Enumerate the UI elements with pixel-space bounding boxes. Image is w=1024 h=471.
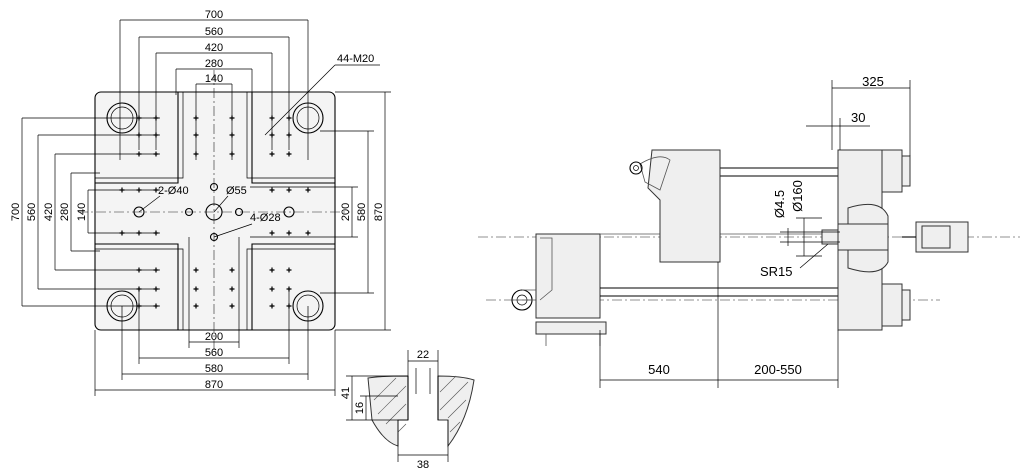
thread-hole-mark [286, 267, 292, 273]
thread-note: 44-M20 [337, 53, 374, 65]
right-dimensions: 200 580 870 [250, 91, 391, 331]
thread-hole-mark [305, 230, 311, 236]
thread-hole-mark [229, 267, 235, 273]
dim-left-700: 700 [10, 203, 22, 221]
dim-left-140: 140 [76, 203, 88, 221]
hole-note-d55: Ø55 [226, 185, 247, 197]
dim-left-280: 280 [59, 203, 71, 221]
dim-bottom-560: 560 [205, 347, 223, 359]
locating-hole-right [283, 206, 295, 218]
dim-d4-5: Ø4.5 [772, 190, 787, 218]
bottom-dimensions: 200 560 580 870 [94, 237, 336, 396]
platen-front-view: 700 560 420 280 140 700 560 420 [10, 9, 391, 396]
dim-540: 540 [648, 362, 670, 377]
thread-hole-mark [305, 187, 311, 193]
dim-bottom-870: 870 [205, 379, 223, 391]
thread-hole-mark [269, 230, 275, 236]
top-dimensions: 700 560 420 280 140 [119, 9, 309, 160]
dim-right-580: 580 [356, 203, 368, 221]
thread-hole-mark [286, 187, 292, 193]
thread-hole-mark [269, 151, 275, 157]
thread-hole-mark [193, 267, 199, 273]
dim-stroke-200-550: 200-550 [754, 362, 802, 377]
dim-right-870: 870 [373, 203, 385, 221]
thread-hole-mark [193, 286, 199, 292]
slot-top-width: 22 [417, 349, 429, 361]
hole-notes: 44-M20 2-Ø40 Ø55 4-Ø28 [138, 53, 380, 238]
slot-depth-inner: 16 [354, 402, 366, 414]
dim-top-700: 700 [205, 9, 223, 21]
thread-hole-mark [269, 267, 275, 273]
locating-hole-left [133, 206, 145, 218]
dim-right-200: 200 [340, 203, 352, 221]
hole-note-2-d40: 2-Ø40 [158, 185, 189, 197]
thread-hole-mark [286, 151, 292, 157]
nozzle-dimensions: Ø4.5 Ø160 SR15 [760, 180, 840, 279]
dim-top-420: 420 [205, 42, 223, 54]
thread-hole-mark [269, 187, 275, 193]
dim-top-325-30: 325 30 [806, 74, 911, 156]
dim-bottom-580: 580 [205, 363, 223, 375]
slot-depth-total: 41 [340, 387, 352, 399]
left-dimensions: 700 560 420 280 140 [10, 117, 160, 307]
dim-left-420: 420 [43, 203, 55, 221]
dim-bottom-540-stroke: 540 200-550 [599, 262, 839, 388]
thread-hole-mark [193, 303, 199, 309]
dim-bottom-200: 200 [205, 331, 223, 343]
t-slot-section-detail: 22 38 41 16 [340, 349, 475, 471]
dim-top-280: 280 [205, 58, 223, 70]
dim-d160: Ø160 [790, 180, 805, 212]
hole-note-4-d28: 4-Ø28 [250, 212, 281, 224]
dim-top-140: 140 [205, 73, 223, 85]
nozzle-hole-55 [205, 203, 223, 221]
side-elevation-view: 325 30 Ø4.5 Ø160 SR15 540 200-550 [478, 74, 1020, 388]
thread-hole-mark [269, 303, 275, 309]
cross-slot-outline [95, 92, 335, 330]
thread-hole-mark [229, 303, 235, 309]
dim-30: 30 [851, 110, 865, 125]
thread-hole-mark [229, 286, 235, 292]
dim-sr15: SR15 [760, 264, 793, 279]
slot-bottom-width: 38 [417, 459, 429, 471]
dim-left-560: 560 [26, 203, 38, 221]
thread-hole-mark [269, 286, 275, 292]
dim-325: 325 [862, 74, 884, 89]
dim-top-560: 560 [205, 26, 223, 38]
thread-hole-mark [286, 230, 292, 236]
